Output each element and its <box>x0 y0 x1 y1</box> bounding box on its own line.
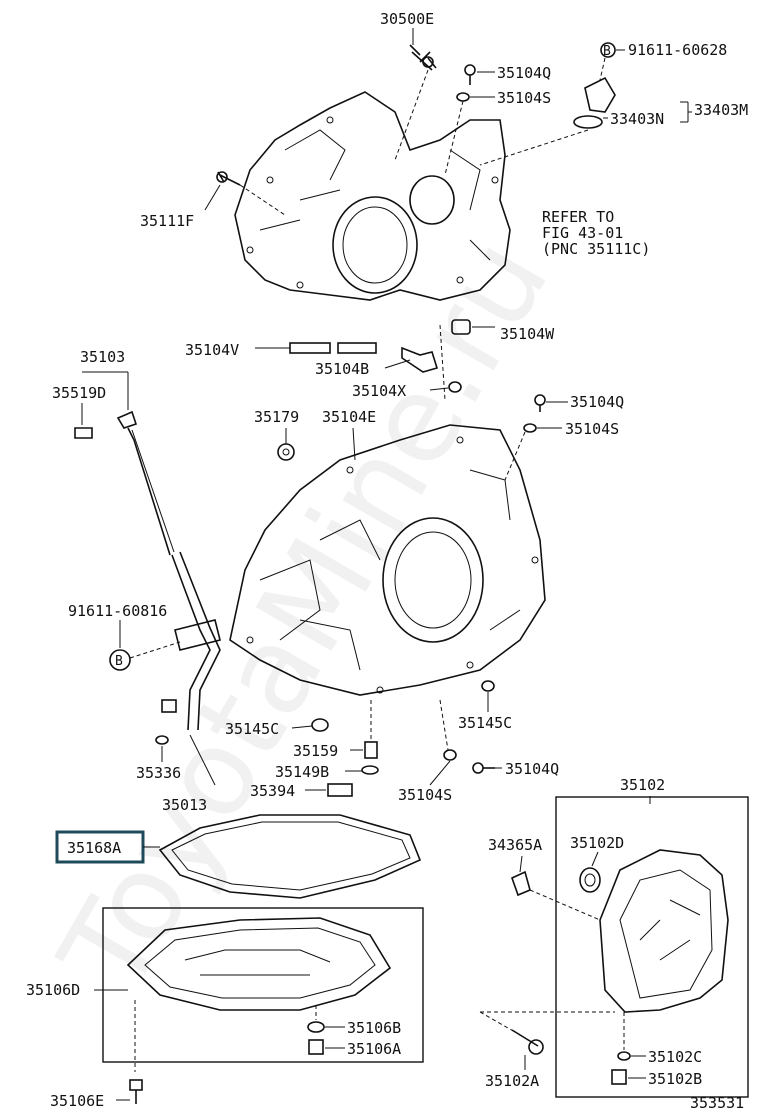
refer-note-line3: (PNC 35111C) <box>542 240 650 258</box>
label-30500e: 30500E <box>380 10 434 28</box>
oil-pan-box <box>102 907 424 1063</box>
label-35104b: 35104B <box>315 360 369 378</box>
connector-35104b-icon[interactable] <box>401 346 439 373</box>
clip-35519d-icon[interactable] <box>74 427 93 439</box>
refer-note-line1: REFER TO <box>542 208 614 226</box>
refer-note-line2: FIG 43-01 <box>542 224 623 242</box>
label-35102c: 35102C <box>648 1048 702 1066</box>
extension-housing-35102[interactable] <box>599 849 729 1013</box>
callout-b-mid-text: B <box>115 654 123 669</box>
diagram-number: 353531 <box>690 1094 744 1112</box>
oring-35104s-mid-icon[interactable] <box>523 423 537 433</box>
label-35102a: 35102A <box>485 1072 539 1090</box>
label-35103: 35103 <box>80 348 125 366</box>
label-35106e: 35106E <box>50 1092 104 1110</box>
label-35104s-top: 35104S <box>497 89 551 107</box>
label-33403n: 33403N <box>610 110 664 128</box>
callout-b-mid <box>109 649 131 671</box>
label-35106b: 35106B <box>347 1019 401 1037</box>
oring-35145c-right-icon[interactable] <box>481 680 495 692</box>
label-91611-60816: 91611-60816 <box>68 602 167 620</box>
cover-box-35102 <box>555 796 749 1098</box>
label-33403m: 33403M <box>694 101 748 119</box>
label-35159: 35159 <box>293 742 338 760</box>
bolt-35102a-icon[interactable] <box>511 1029 544 1055</box>
bushing-35179-icon[interactable] <box>277 443 295 461</box>
label-35106a: 35106A <box>347 1040 401 1058</box>
label-91611-60628: 91611-60628 <box>628 41 727 59</box>
gasket-35106b-icon[interactable] <box>307 1021 325 1033</box>
bolt-30500e-icon[interactable] <box>409 44 437 71</box>
label-35104q-low: 35104Q <box>505 760 559 778</box>
callout-b-top-text: B <box>603 44 611 59</box>
plug-35104w-icon[interactable] <box>451 319 471 335</box>
label-35104x: 35104X <box>352 382 406 400</box>
oring-35336-icon[interactable] <box>155 735 169 745</box>
label-35111f: 35111F <box>140 212 194 230</box>
label-34365a: 34365A <box>488 836 542 854</box>
dipstick-35103-icon[interactable] <box>116 410 175 556</box>
plug-35159-icon[interactable] <box>364 741 378 759</box>
label-35013: 35013 <box>162 796 207 814</box>
label-35106d: 35106D <box>26 981 80 999</box>
bolt-35104q-top-icon[interactable] <box>464 64 476 85</box>
clamp-34365a-icon[interactable] <box>511 870 531 897</box>
oil-pan-gasket-35168a[interactable] <box>158 814 422 899</box>
oring-35104x-icon[interactable] <box>448 381 462 393</box>
label-35102: 35102 <box>620 776 665 794</box>
plug-35102b-icon[interactable] <box>611 1069 627 1085</box>
tube-35104v-icon[interactable] <box>289 342 377 354</box>
oring-35145c-left-icon[interactable] <box>311 718 329 732</box>
label-35168a[interactable]: 35168A <box>67 839 121 857</box>
gasket-35149b-icon[interactable] <box>361 765 379 775</box>
label-35149b: 35149B <box>275 763 329 781</box>
label-35519d: 35519D <box>52 384 106 402</box>
bolt-35111f-icon[interactable] <box>216 171 241 186</box>
label-35104w: 35104W <box>500 325 555 343</box>
label-35145c-right: 35145C <box>458 714 512 732</box>
oring-35102c-icon[interactable] <box>617 1051 631 1061</box>
label-35145c-left: 35145C <box>225 720 279 738</box>
label-35104s-low: 35104S <box>398 786 452 804</box>
label-35104q-mid: 35104Q <box>570 393 624 411</box>
transaxle-housing[interactable] <box>234 91 511 301</box>
label-35104s-mid: 35104S <box>565 420 619 438</box>
dipstick-tube-35013-icon[interactable] <box>161 551 221 731</box>
label-35394: 35394 <box>250 782 295 800</box>
callout-b-top <box>600 42 616 58</box>
oil-pan-35106d[interactable] <box>126 917 392 1011</box>
plug-35106a-icon[interactable] <box>308 1039 324 1055</box>
speed-sensor-33403n-icon[interactable] <box>573 76 616 129</box>
label-35104v: 35104V <box>185 341 239 359</box>
label-35336: 35336 <box>136 764 181 782</box>
label-35179: 35179 <box>254 408 299 426</box>
bolt-35104q-mid-icon[interactable] <box>534 394 546 412</box>
bolt-35106e-icon[interactable] <box>129 1079 143 1104</box>
label-35102d: 35102D <box>570 834 624 852</box>
oring-35104s-low-icon[interactable] <box>443 749 457 761</box>
bushing-35102d-icon[interactable] <box>579 867 601 893</box>
label-35104e: 35104E <box>322 408 376 426</box>
transmission-case-35104e[interactable] <box>229 424 546 696</box>
label-35104q-top: 35104Q <box>497 64 551 82</box>
magnet-35394-icon[interactable] <box>327 783 353 797</box>
label-35102b: 35102B <box>648 1070 702 1088</box>
oring-35104s-top-icon[interactable] <box>456 92 470 102</box>
